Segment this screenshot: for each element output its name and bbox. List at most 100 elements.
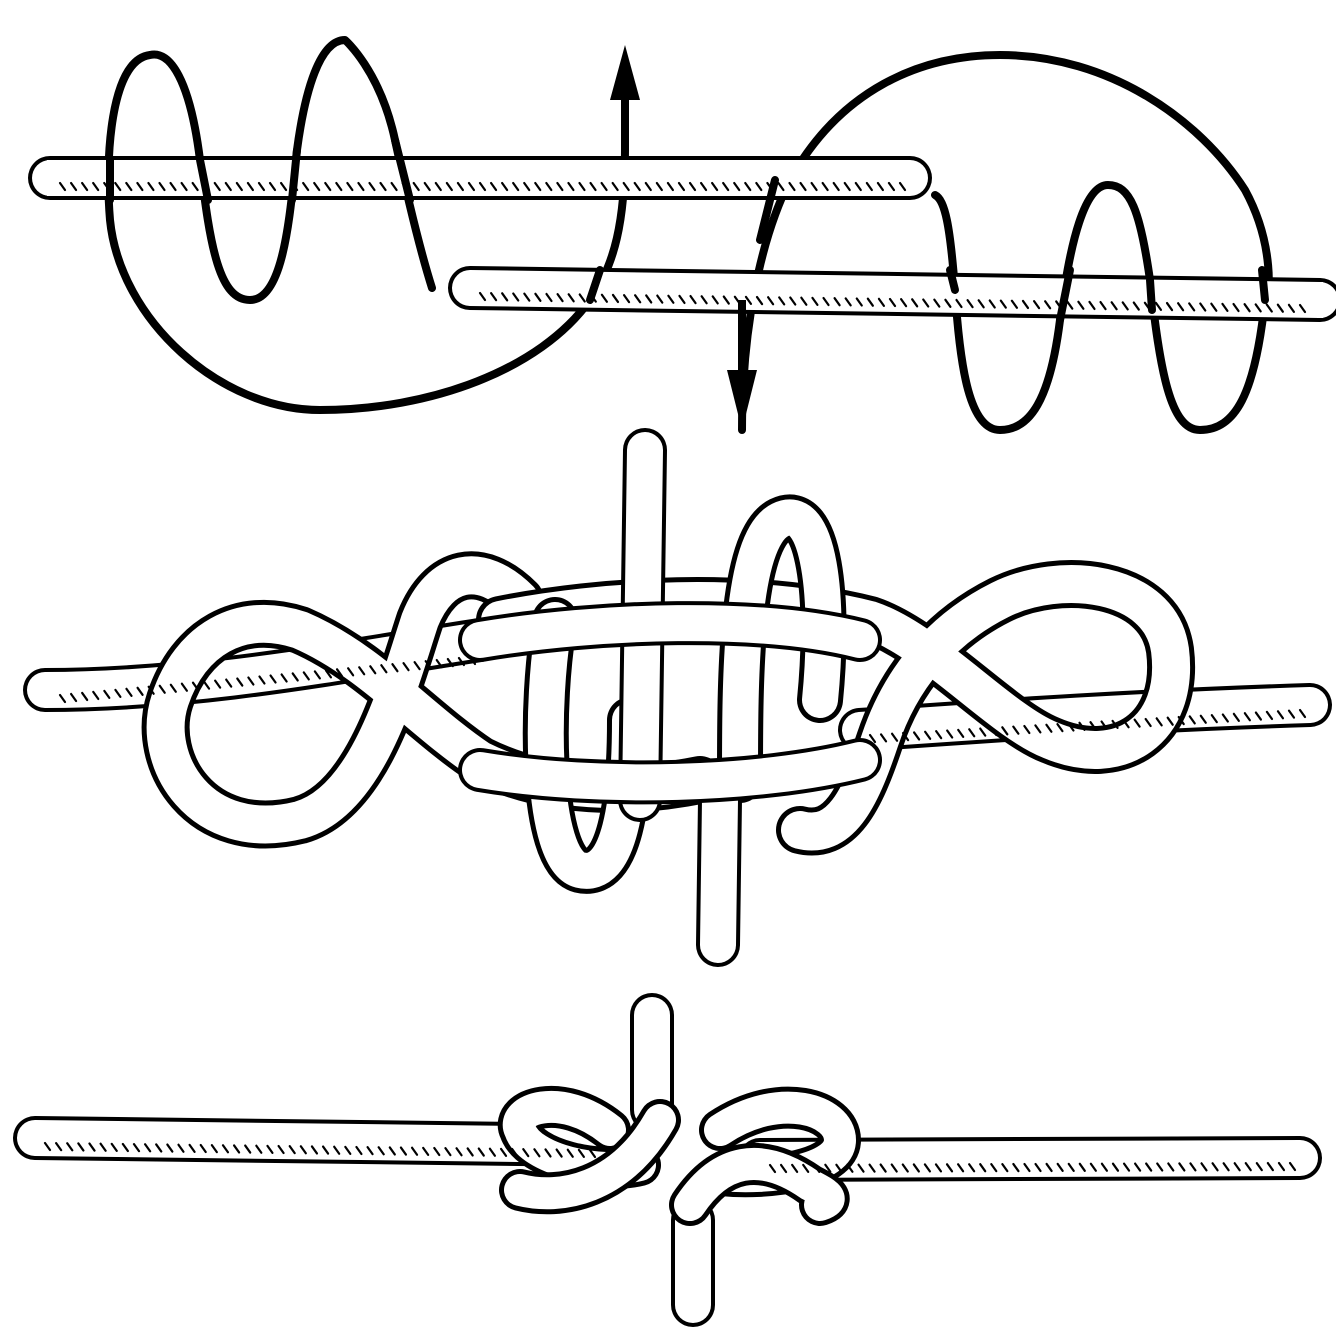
hatch-mark <box>478 181 487 192</box>
hatch-mark <box>324 181 332 192</box>
hatch-mark <box>255 1144 263 1154</box>
hatch-mark <box>755 181 763 192</box>
hatch-mark <box>600 293 608 303</box>
hatch-mark <box>1144 717 1152 728</box>
hatch-mark <box>1298 303 1307 314</box>
hatch-mark <box>933 298 941 308</box>
hatch-mark <box>446 657 454 668</box>
hatch-mark <box>369 665 377 675</box>
hatch-mark <box>1100 720 1108 730</box>
hatch-mark <box>990 1163 998 1173</box>
hatch-mark <box>1155 717 1163 727</box>
hatch-mark <box>489 181 498 192</box>
hatch-mark <box>768 1163 777 1174</box>
hatch-mark <box>147 685 155 695</box>
hatch-mark <box>890 1163 898 1173</box>
hatch-mark <box>1010 299 1018 309</box>
hatch-mark <box>901 731 910 742</box>
hatch-mark <box>1167 1162 1175 1172</box>
hatch-mark <box>533 1148 541 1158</box>
hatch-mark <box>813 1163 821 1173</box>
hatch-mark <box>968 728 976 738</box>
hatch-mark <box>1276 303 1284 313</box>
hatch-mark <box>700 295 708 305</box>
hatch-mark <box>236 677 244 687</box>
hatch-mark <box>81 691 89 702</box>
hatch-mark <box>110 1142 118 1152</box>
hatch-mark <box>666 181 674 192</box>
hatch-mark <box>1145 1162 1153 1172</box>
hatch-mark <box>611 293 620 304</box>
hatch-mark <box>779 1163 788 1174</box>
hatch-mark <box>402 662 410 672</box>
hatch-mark <box>313 181 321 192</box>
hatch-mark <box>1012 1162 1020 1173</box>
hatch-mark <box>935 730 943 740</box>
hatch-mark <box>357 181 365 192</box>
hatch-mark <box>824 1163 832 1173</box>
hatch-mark <box>913 731 921 741</box>
hatch-mark <box>1265 303 1273 313</box>
hatch-mark <box>545 181 553 192</box>
hatch-mark <box>466 1147 474 1157</box>
hatch-mark <box>876 181 884 192</box>
hatch-mark <box>1023 724 1031 735</box>
down-arrow <box>727 300 757 430</box>
hatch-mark <box>1177 302 1185 312</box>
hatch-mark <box>1056 1162 1064 1172</box>
hatch-mark <box>435 658 443 669</box>
hatch-mark <box>1012 725 1020 735</box>
hatch-mark <box>412 181 420 192</box>
hatch-mark <box>722 295 730 305</box>
hatch-mark <box>857 1163 865 1173</box>
hatch-mark <box>1298 708 1307 719</box>
hatch-mark <box>225 678 233 688</box>
hatch-mark <box>868 1163 876 1173</box>
hatch-mark <box>1188 302 1196 312</box>
hatch-mark <box>1034 724 1042 734</box>
hatch-mark <box>180 181 188 192</box>
hatch-mark <box>555 1148 563 1158</box>
panel-step-3 <box>13 993 1322 1327</box>
hatch-mark <box>1077 300 1085 310</box>
hatch-mark <box>1243 303 1251 313</box>
hatch-mark <box>147 181 155 192</box>
hatch-mark <box>977 299 985 309</box>
hatch-mark <box>799 181 807 192</box>
hatch-mark <box>534 181 542 192</box>
hatch-mark <box>1288 1161 1297 1172</box>
hatch-mark <box>1232 712 1240 722</box>
hatch-mark <box>313 670 321 680</box>
hatch-mark <box>979 727 987 737</box>
hatch-mark <box>413 661 421 671</box>
right-coil <box>738 51 1273 434</box>
hatch-mark <box>944 298 952 308</box>
hatch-mark <box>424 660 432 670</box>
hatch-mark <box>379 181 387 192</box>
hatch-mark <box>1078 1162 1086 1172</box>
hatch-mark <box>114 181 122 192</box>
hatch-mark <box>1066 300 1074 310</box>
hatch-mark <box>600 181 608 192</box>
hatch-mark <box>299 1145 307 1155</box>
hatch-mark <box>310 1145 319 1155</box>
up-arrow <box>610 45 640 150</box>
hatch-mark <box>1133 718 1141 728</box>
hatch-mark <box>457 656 466 667</box>
hatch-mark <box>844 297 852 307</box>
hatch-mark <box>1067 1162 1075 1172</box>
hatch-mark <box>202 181 210 192</box>
hatch-mark <box>512 181 520 192</box>
hatch-mark <box>202 680 211 690</box>
hatch-mark <box>1233 1162 1241 1172</box>
hatch-mark <box>588 1148 597 1159</box>
hatch-mark <box>656 294 664 304</box>
hatch-mark <box>677 181 686 192</box>
hatch-mark <box>132 1143 141 1153</box>
hatch-mark <box>455 1147 463 1157</box>
hatch-mark <box>901 1163 909 1173</box>
hatch-mark <box>1287 709 1296 719</box>
hatch-mark <box>257 181 266 192</box>
hatch-mark <box>898 181 907 192</box>
hatch-mark <box>1166 716 1174 726</box>
